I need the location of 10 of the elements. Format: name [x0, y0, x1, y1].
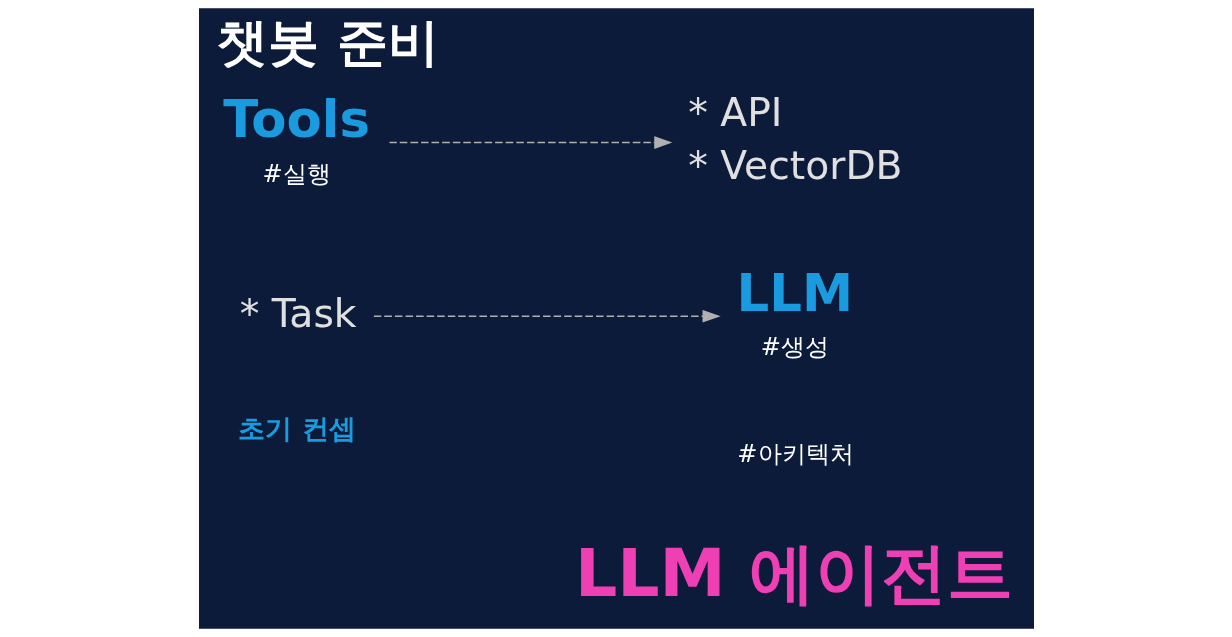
- arrow: [372, 309, 721, 323]
- node-text: * API * VectorDB: [687, 89, 903, 188]
- node-text: * Task: [239, 290, 357, 336]
- label: 초기 컨셉: [237, 412, 356, 444]
- arrow: [388, 136, 672, 149]
- node-text: LLM #생성: [736, 262, 853, 362]
- diagram-title: 챗봇 준비: [216, 11, 439, 72]
- label: LLM 에이전트: [574, 533, 1013, 612]
- label: #아키텍처: [736, 440, 854, 469]
- node-text: Tools #실행: [222, 88, 370, 188]
